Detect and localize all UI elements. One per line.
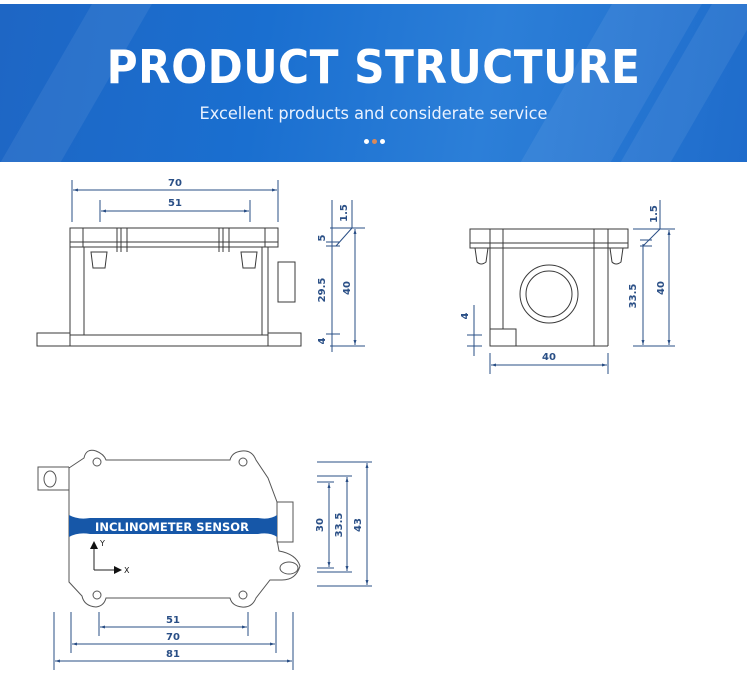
page-title: PRODUCT STRUCTURE <box>106 40 641 94</box>
front-lid <box>69 227 279 248</box>
dim-front-width-51: 51 <box>168 198 182 209</box>
front-dimensions <box>71 180 365 352</box>
dim-side-width-40: 40 <box>542 352 556 363</box>
technical-drawing: 70 51 1.5 5 29.5 40 4 40 1.5 33.5 40 4 <box>36 178 675 670</box>
sensor-label: INCLINOMETER SENSOR <box>95 520 249 534</box>
dim-front-lip-5: 5 <box>317 234 328 241</box>
dim-side-lid-1-5: 1.5 <box>649 205 660 223</box>
front-view <box>36 227 302 347</box>
axis-y-label: Y <box>99 539 105 548</box>
dot-icon <box>372 139 377 144</box>
decorative-dots <box>363 139 387 145</box>
dim-top-body-width-70: 70 <box>166 632 180 643</box>
arrow-right-icon <box>114 566 122 574</box>
dot-icon <box>364 139 369 144</box>
axis-x-label: X <box>124 566 130 575</box>
page-subtitle: Excellent products and considerate servi… <box>199 104 548 124</box>
top-dimensions <box>53 461 372 670</box>
header-banner: PRODUCT STRUCTURE Excellent products and… <box>0 4 747 162</box>
top-connector <box>276 501 294 543</box>
dim-top-height-43: 43 <box>353 518 364 532</box>
side-view <box>469 228 629 347</box>
arrow-up-icon <box>90 541 98 549</box>
dot-icon <box>380 139 385 144</box>
side-lid <box>469 228 629 249</box>
dim-top-overall-width-81: 81 <box>166 649 180 660</box>
side-port-inner <box>525 270 573 318</box>
dim-side-base-4: 4 <box>460 312 471 319</box>
dim-front-width-70: 70 <box>168 178 182 189</box>
dim-front-body-29-5: 29.5 <box>317 278 328 303</box>
front-connector <box>277 261 296 303</box>
front-foot-left <box>36 332 71 347</box>
side-dimensions <box>467 200 675 374</box>
dim-top-hole-spacing-51: 51 <box>166 615 180 626</box>
side-port-outer <box>519 264 579 324</box>
dim-front-total-40: 40 <box>342 281 353 295</box>
dim-top-height-30: 30 <box>315 518 326 532</box>
front-body <box>69 246 269 336</box>
dim-top-height-33-5: 33.5 <box>334 513 345 538</box>
dim-front-lid-1-5: 1.5 <box>339 204 350 222</box>
dim-front-base-4: 4 <box>317 337 328 344</box>
dim-side-body-33-5: 33.5 <box>628 284 639 309</box>
label-band <box>69 515 277 537</box>
front-foot-right <box>267 332 302 347</box>
dim-side-total-40: 40 <box>656 281 667 295</box>
